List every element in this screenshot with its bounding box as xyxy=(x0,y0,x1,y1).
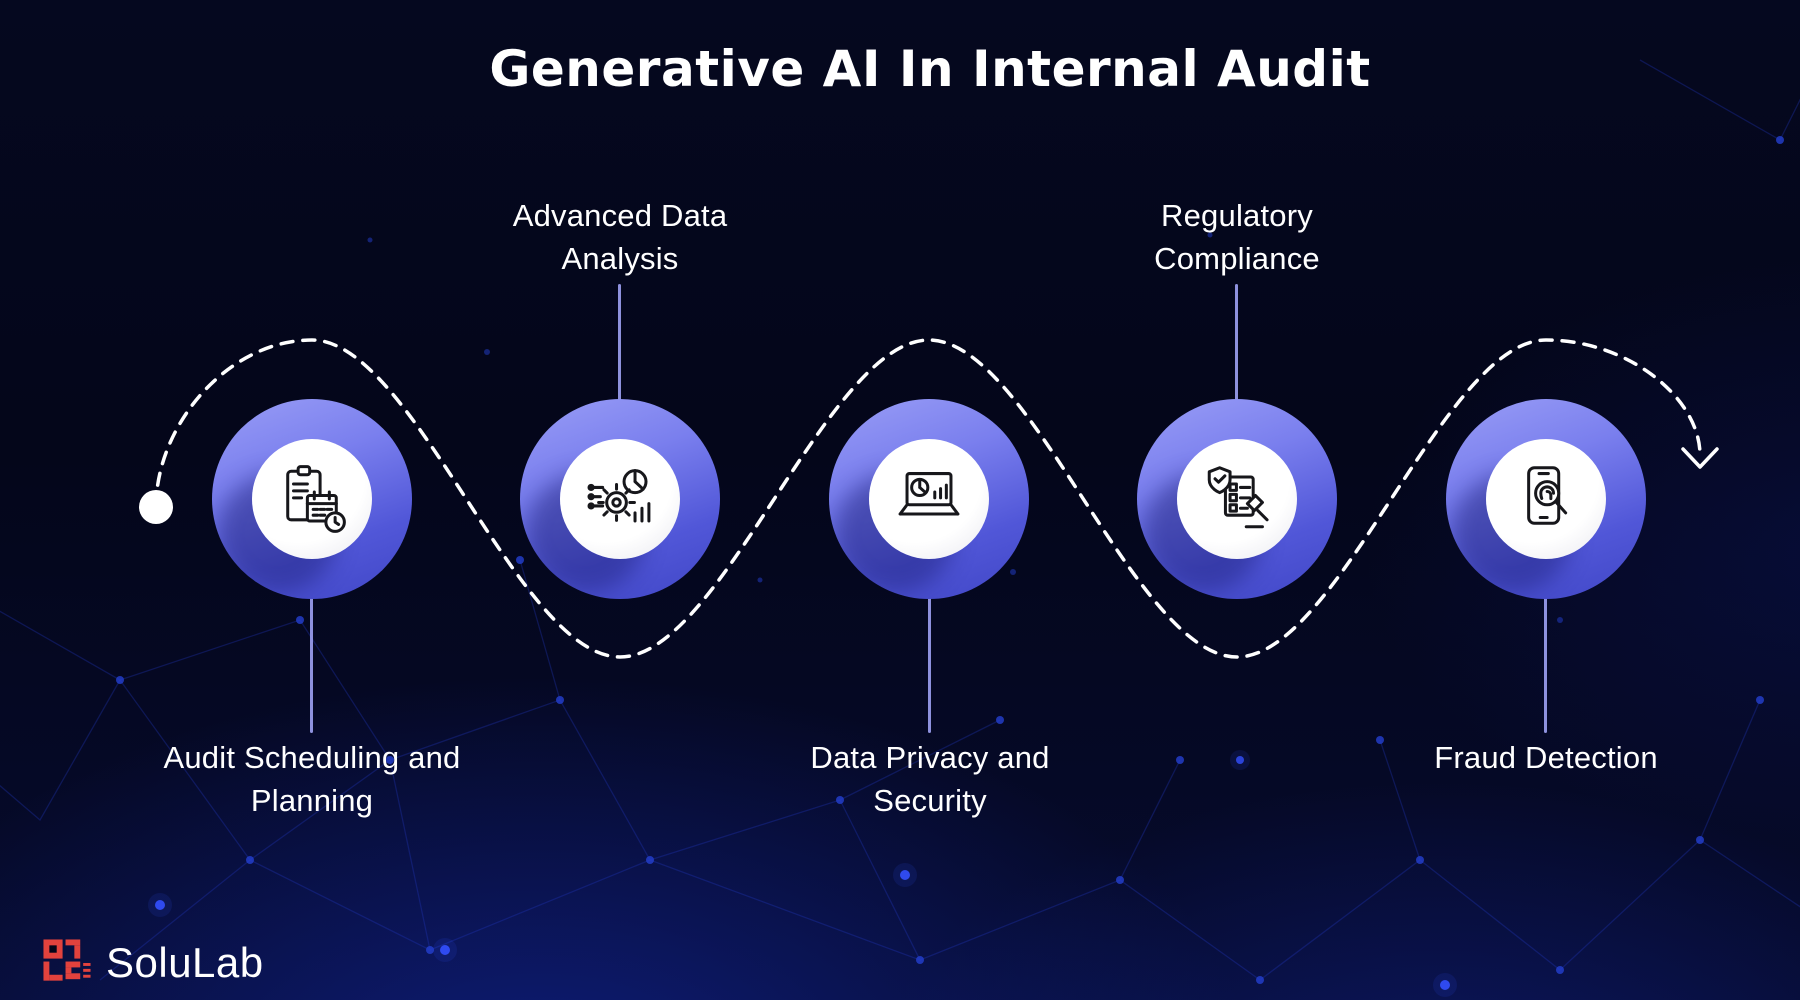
step-icon-disc xyxy=(560,439,680,559)
advanced-data-analysis-icon xyxy=(587,469,651,523)
step-circle-regulatory-compliance xyxy=(1137,399,1337,599)
audit-scheduling-icon xyxy=(286,465,346,533)
connector-line xyxy=(928,597,931,733)
step-label-data-privacy-security: Data Privacy and Security xyxy=(810,740,1050,818)
step-icon-disc xyxy=(869,439,989,559)
step-circle-advanced-data-analysis xyxy=(520,399,720,599)
connector-line xyxy=(618,284,621,402)
step-icon-disc xyxy=(1486,439,1606,559)
flow-dashed-path xyxy=(154,338,1702,659)
regulatory-compliance-icon xyxy=(1207,466,1269,529)
connector-line xyxy=(1235,284,1238,402)
step-icon-disc xyxy=(1177,439,1297,559)
page-title: Generative AI In Internal Audit xyxy=(489,40,1371,98)
connector-line xyxy=(1544,597,1547,733)
solulab-logo-text: SoluLab xyxy=(106,939,264,986)
step-label-regulatory-compliance: Regulatory Compliance xyxy=(1154,198,1320,276)
fraud-detection-icon xyxy=(1527,466,1568,525)
step-label-advanced-data-analysis: Advanced Data Analysis xyxy=(512,198,728,276)
solulab-logo-mark xyxy=(43,939,91,981)
step-label-fraud-detection: Fraud Detection xyxy=(1434,740,1658,775)
step-icon-disc xyxy=(252,439,372,559)
step-circle-fraud-detection xyxy=(1446,399,1646,599)
connector-line xyxy=(310,597,313,733)
step-label-audit-scheduling: Audit Scheduling and Planning xyxy=(163,740,461,818)
flow-start-dot xyxy=(139,490,173,524)
solulab-logo: SoluLab xyxy=(42,938,264,988)
step-circle-data-privacy-security xyxy=(829,399,1029,599)
arrow-down-icon xyxy=(1681,447,1719,469)
step-circle-audit-scheduling xyxy=(212,399,412,599)
data-privacy-security-icon xyxy=(898,472,960,516)
